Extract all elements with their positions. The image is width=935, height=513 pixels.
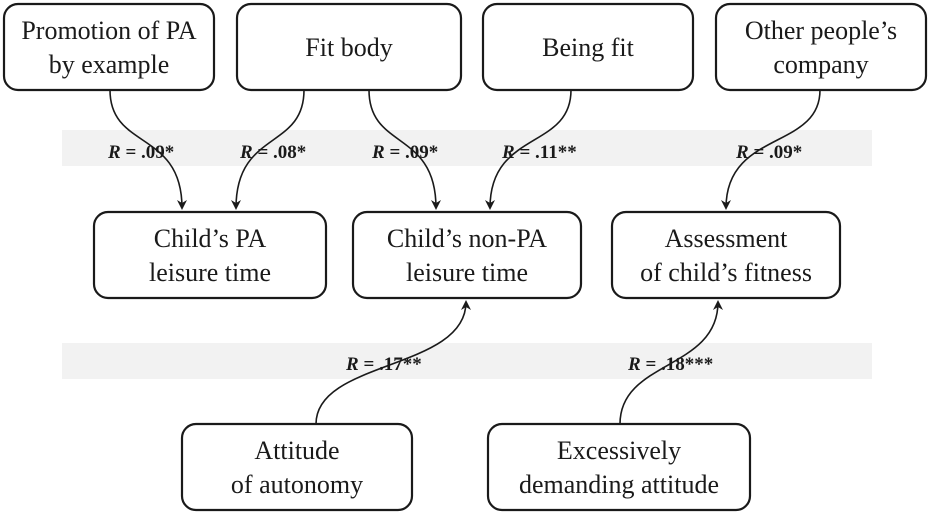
node-label-line: Child’s PA bbox=[154, 224, 267, 253]
labels-layer: R = .09* R = .08* R = .09* R = .11** R = .09… bbox=[107, 142, 802, 375]
node-box bbox=[610, 210, 842, 300]
node-label-line: of child’s fitness bbox=[640, 258, 812, 287]
node-box bbox=[2, 2, 216, 92]
correlation-label-being_fit-to-non_pa_time: R = .11** bbox=[501, 142, 577, 163]
node-demanding: Excessively demanding attitude bbox=[486, 422, 752, 512]
node-label-line: Excessively bbox=[557, 436, 681, 465]
node-box bbox=[486, 422, 752, 512]
node-label-line: Fit body bbox=[305, 33, 392, 62]
correlation-label-company-to-assessment: R = .09* bbox=[735, 142, 802, 163]
edge-promotion-to-pa_time bbox=[109, 89, 187, 210]
node-label-line: by example bbox=[49, 50, 170, 79]
node-label-line: Child’s non-PA bbox=[387, 224, 547, 253]
node-label-line: demanding attitude bbox=[519, 470, 719, 499]
node-box bbox=[714, 2, 928, 92]
node-box bbox=[235, 2, 463, 92]
node-label-line: company bbox=[773, 50, 868, 79]
edge-company-to-assessment bbox=[721, 89, 821, 210]
node-non-pa-time: Child’s non-PA leisure time bbox=[351, 210, 583, 300]
node-pa-time: Child’s PA leisure time bbox=[92, 210, 328, 300]
node-label-line: leisure time bbox=[406, 258, 528, 287]
correlation-label-demanding-to-assessment: R = .18*** bbox=[627, 354, 713, 375]
edge-demanding-to-assessment bbox=[619, 300, 723, 425]
node-promotion: Promotion of PA by example bbox=[2, 2, 216, 92]
correlation-label-fit_body-to-non_pa_time: R = .09* bbox=[371, 142, 438, 163]
node-fit-body: Fit body bbox=[235, 2, 463, 92]
node-label-line: leisure time bbox=[149, 258, 271, 287]
edge-fit_body-to-non_pa_time bbox=[368, 89, 441, 210]
node-label-line: Being fit bbox=[542, 33, 634, 62]
edge-being_fit-to-non_pa_time bbox=[485, 89, 572, 210]
correlation-label-promotion-to-pa_time: R = .09* bbox=[107, 142, 174, 163]
node-box bbox=[92, 210, 328, 300]
upper-band bbox=[62, 130, 872, 166]
lower-band bbox=[62, 343, 872, 379]
node-label-line: Attitude bbox=[254, 436, 339, 465]
node-label-line: Assessment bbox=[665, 224, 789, 253]
node-label-line: Promotion of PA bbox=[21, 16, 197, 45]
node-box bbox=[180, 422, 414, 512]
edges-layer bbox=[109, 89, 821, 425]
node-autonomy: Attitude of autonomy bbox=[180, 422, 414, 512]
correlation-label-fit_body-to-pa_time: R = .08* bbox=[239, 142, 306, 163]
node-label-line: Other people’s bbox=[745, 16, 897, 45]
node-being-fit: Being fit bbox=[481, 2, 695, 92]
node-box bbox=[481, 2, 695, 92]
node-label-line: of autonomy bbox=[231, 470, 363, 499]
edge-autonomy-to-non_pa_time bbox=[315, 300, 471, 425]
edge-fit_body-to-pa_time bbox=[231, 89, 305, 210]
correlation-label-autonomy-to-non_pa_time: R = .17** bbox=[345, 354, 422, 375]
node-assessment: Assessment of child’s fitness bbox=[610, 210, 842, 300]
node-company: Other people’s company bbox=[714, 2, 928, 92]
node-box bbox=[351, 210, 583, 300]
